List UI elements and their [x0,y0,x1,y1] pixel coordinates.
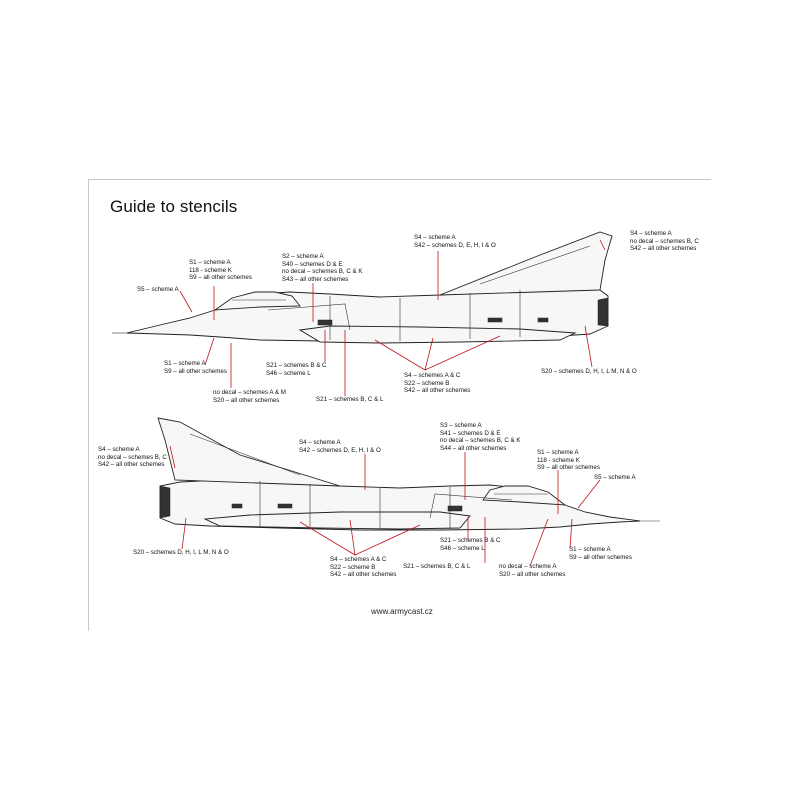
top-aircraft-profile [112,231,613,344]
label-top-s2: S2 – scheme A S40 – schemes D & E no dec… [282,253,363,283]
label-bottom-s4-mid: S4 – schemes A & C S22 – scheme B S42 – … [330,556,397,579]
top-leader-lines [179,239,606,396]
label-top-s4-mid: S4 – schemes A & C S22 – scheme B S42 – … [404,372,471,395]
label-top-s5: S5 – scheme A [137,286,179,293]
label-bottom-s21b: S21 – schemes B, C & L [403,563,471,570]
label-bottom-s21a: S21 – schemes B & C S46 – scheme L [440,537,501,552]
label-bottom-s1: S1 – scheme A 118 - scheme K S9 – all ot… [537,449,600,472]
bottom-leader-lines [169,445,601,567]
label-bottom-nodecal: no decal – scheme A S20 – all other sche… [499,563,566,578]
footer-url: www.armycast.cz [371,607,433,616]
label-top-s21a: S21 – schemes B & C S46 – scheme L [266,362,327,377]
label-top-s1: S1 – scheme A 118 - scheme K S9 – all ot… [189,259,252,282]
label-top-s21b: S21 – schemes B, C & L [316,396,384,403]
label-bottom-s4-tail: S4 – scheme A S42 – schemes D, E, H, I &… [299,439,381,454]
label-bottom-s20: S20 – schemes D, H, I, L M, N & O [133,549,229,556]
label-top-s1-low: S1 – scheme A S9 – all other schemes [164,360,227,375]
label-bottom-s4-fin: S4 – scheme A no decal – schemes B, C S4… [98,446,167,469]
label-top-s4-fin: S4 – scheme A no decal – schemes B, C S4… [630,230,699,253]
label-bottom-s3: S3 – scheme A S41 – schemes D & E no dec… [440,422,521,452]
bottom-aircraft-profile [157,417,660,531]
label-top-nodecal: no decal – schemes A & M S20 – all other… [213,389,286,404]
page-title: Guide to stencils [110,197,238,216]
label-top-s20: S20 – schemes D, H, I, L M, N & O [541,368,637,375]
label-bottom-s5: S5 – scheme A [594,474,636,481]
label-bottom-s1-low: S1 – scheme A S9 – all other schemes [569,546,632,561]
label-top-s4-tail: S4 – scheme A S42 – schemes D, E, H, I &… [414,234,496,249]
stencil-guide-sheet [88,179,711,631]
